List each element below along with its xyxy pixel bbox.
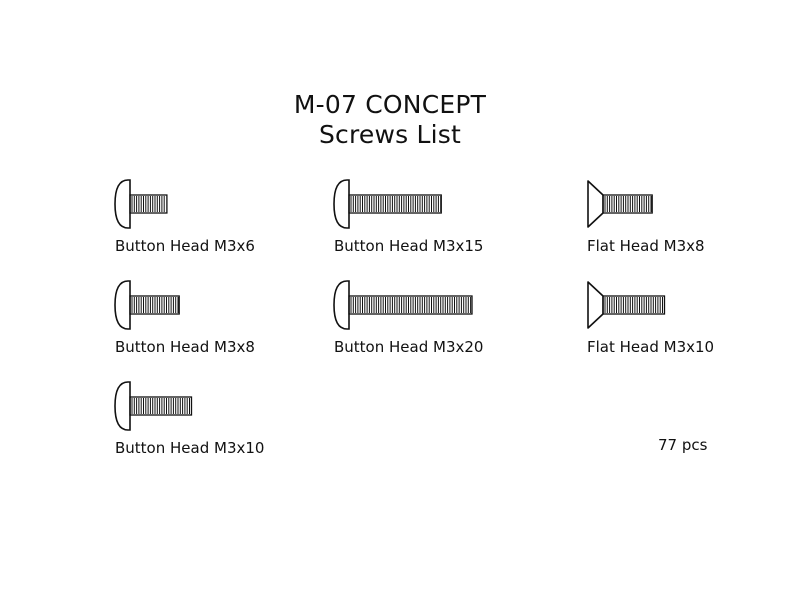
screw-shank-shape (129, 396, 193, 416)
screw-label: Flat Head M3x8 (587, 237, 705, 255)
screw-thread-shape (131, 196, 165, 212)
screw-label: Button Head M3x15 (334, 237, 484, 255)
button-head-screw-icon (114, 280, 180, 330)
screw-shank-shape (348, 295, 473, 315)
screw-thread-shape (350, 297, 472, 313)
screw-shank-shape (602, 295, 666, 315)
flat-head-screw-icon (587, 281, 666, 329)
button-head-screw-icon (333, 280, 473, 330)
screw-shank-shape (602, 194, 653, 214)
screw-head-shape (114, 179, 131, 229)
piece-count: 77 pcs (658, 436, 708, 454)
page-title: M-07 CONCEPT Screws List (240, 90, 540, 150)
screw-head-shape (587, 180, 604, 228)
screw-label: Flat Head M3x10 (587, 338, 715, 356)
screw-thread-shape (604, 196, 652, 212)
screw-thread-shape (131, 398, 190, 414)
button-head-screw-icon (114, 179, 168, 229)
subtitle-text: Screws List (318, 120, 462, 149)
screw-label: Button Head M3x8 (115, 338, 255, 356)
screw-thread-shape (131, 297, 179, 313)
screw-head-shape (114, 381, 131, 431)
button-head-screw-icon (114, 381, 193, 431)
screw-label: Button Head M3x20 (334, 338, 484, 356)
title-text: M-07 CONCEPT (293, 90, 487, 119)
screw-shank-shape (348, 194, 442, 214)
screw-shank-shape (129, 194, 168, 214)
screw-head-shape (333, 280, 350, 330)
button-head-screw-icon (333, 179, 442, 229)
screw-thread-shape (350, 196, 442, 212)
screw-shank-shape (129, 295, 180, 315)
screw-head-shape (114, 280, 131, 330)
screw-label: Button Head M3x6 (115, 237, 255, 255)
screw-head-shape (587, 281, 604, 329)
screw-head-shape (333, 179, 350, 229)
flat-head-screw-icon (587, 180, 653, 228)
screw-thread-shape (604, 297, 663, 313)
screw-label: Button Head M3x10 (115, 439, 265, 457)
